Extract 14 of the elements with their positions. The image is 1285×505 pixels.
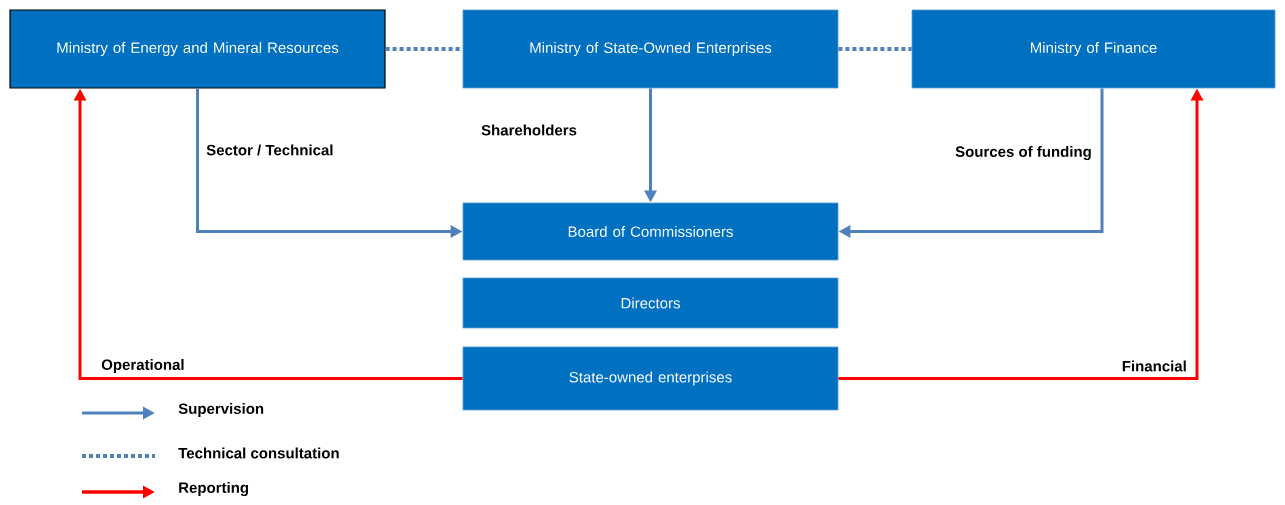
ministry-box: Ministry of State-Owned Enterprises [462, 9, 839, 89]
ministry-box: Directors [462, 277, 839, 329]
edge-label: Shareholders [481, 124, 577, 136]
ministry-box: State-owned enterprises [462, 346, 839, 411]
ministry-box: Ministry of Finance [911, 9, 1276, 89]
edge-label: Sources of funding [955, 145, 1091, 160]
legend-label: Technical consultation [178, 447, 339, 459]
legend-label: Supervision [178, 403, 264, 417]
edge-label: Operational [101, 359, 184, 373]
edge-label: Sector / Technical [206, 144, 333, 156]
ministry-box: Board of Commissioners [462, 202, 839, 261]
legend-label: Reporting [179, 481, 249, 496]
edge-label: Financial [1122, 360, 1186, 372]
ministry-box: Ministry of Energy and Mineral Resources [9, 9, 386, 89]
